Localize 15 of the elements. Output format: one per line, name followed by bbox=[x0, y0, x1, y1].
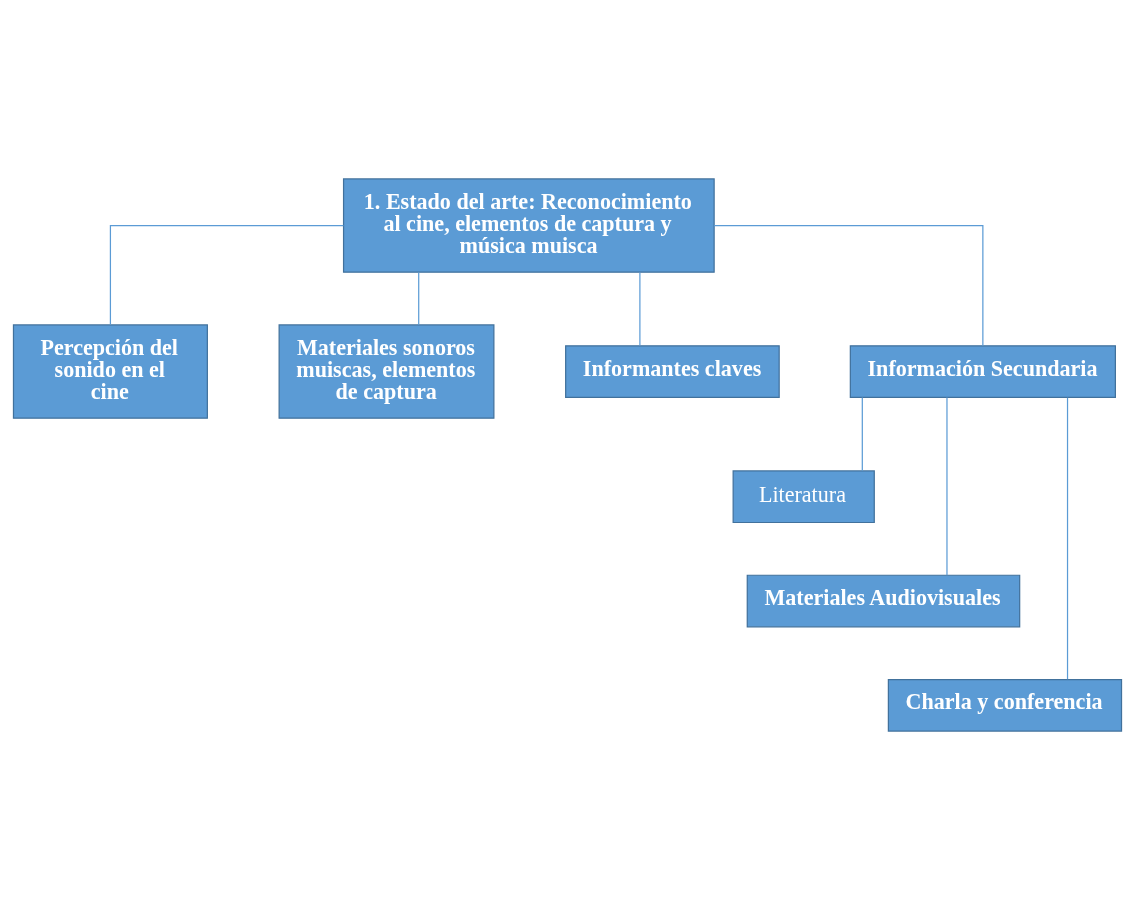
connector bbox=[639, 271, 641, 347]
node-box: Materiales Audiovisuales bbox=[746, 574, 1021, 628]
node-box: 1. Estado del arte: Reconocimiento al cine, elementos de captura y música muisca bbox=[342, 178, 715, 273]
connector bbox=[946, 396, 948, 576]
connector bbox=[861, 396, 863, 472]
node-box: Percepción del sonido en el cine bbox=[12, 324, 208, 419]
connector bbox=[418, 271, 420, 326]
node-box: Información Secundaria bbox=[849, 345, 1116, 398]
node-box: Literatura bbox=[732, 470, 875, 524]
node-box: Materiales sonoros muiscas, elementos de captura bbox=[278, 324, 495, 419]
node-box: Informantes claves bbox=[565, 345, 780, 398]
connector bbox=[109, 224, 345, 326]
connector bbox=[1066, 397, 1069, 680]
node-box: Charla y conferencia bbox=[887, 678, 1123, 732]
connector bbox=[713, 224, 984, 347]
